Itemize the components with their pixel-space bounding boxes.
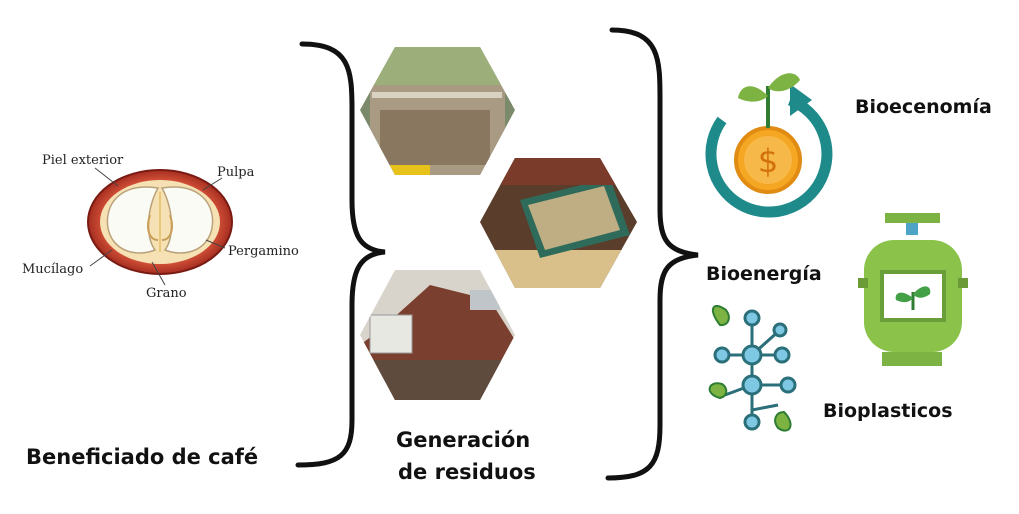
hexagon-photo-wet-mill [360, 47, 515, 175]
label-pulp: Pulpa [217, 165, 255, 180]
curly-brace-left [295, 41, 386, 468]
stage-waste-title-line2: de residuos [398, 460, 536, 484]
output-bioeconomy-title: Bioecenomía [855, 96, 992, 118]
gas-tank-leaf-icon [858, 213, 968, 366]
stage-waste-title-line1: Generación [396, 428, 531, 452]
output-bioenergy-title: Bioenergía [706, 263, 822, 285]
label-parchment: Pergamino [228, 244, 299, 259]
label-outer-skin: Piel exterior [42, 153, 124, 168]
coin-growth-icon: $ [705, 73, 833, 218]
coffee-cherry-illustration [87, 167, 233, 286]
curly-brace-right [605, 27, 699, 481]
output-bioplastics-title: Bioplasticos [823, 400, 953, 422]
stage-processing-title: Beneficiado de café [26, 445, 259, 469]
svg-text:$: $ [758, 142, 778, 180]
label-mucilage: Mucílago [22, 262, 84, 277]
molecule-leaf-icon [708, 305, 797, 432]
label-grain: Grano [146, 286, 187, 301]
hexagon-photo-pulp-waste [360, 270, 515, 400]
hexagon-photo-drying-coffee [480, 158, 637, 288]
